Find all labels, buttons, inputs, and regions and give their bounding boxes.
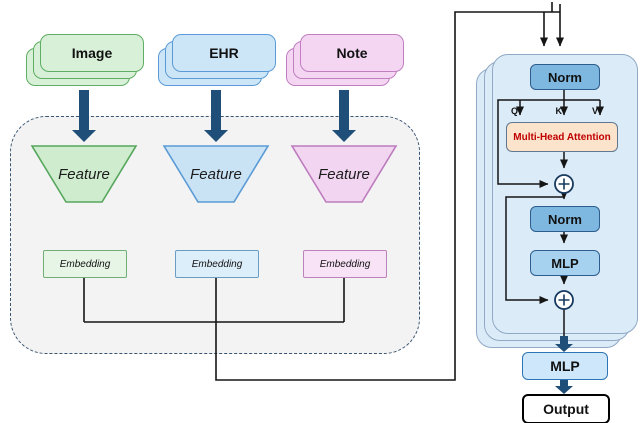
output-box: Output — [522, 394, 610, 423]
ehr-embedding-box: Embedding — [175, 250, 259, 278]
note-card-label: Note — [336, 45, 368, 61]
norm-box-2: Norm — [530, 206, 600, 232]
ehr-card: EHR — [172, 34, 276, 72]
image-card: Image — [40, 34, 144, 72]
image-card-label: Image — [71, 45, 113, 61]
norm-box-1-label: Norm — [548, 69, 582, 85]
mlp-to-output-arrow — [555, 378, 573, 394]
image-feature-label: Feature — [58, 165, 110, 183]
ehr-feature-label: Feature — [190, 165, 242, 183]
head-mlp-label: MLP — [550, 358, 580, 374]
multi-head-attention-label: Multi-Head Attention — [513, 131, 611, 143]
norm-box-1: Norm — [530, 64, 600, 90]
ehr-card-label: EHR — [209, 45, 239, 61]
v-label: V — [591, 106, 598, 116]
multi-head-attention-box: Multi-Head Attention — [506, 122, 618, 152]
note-feature-label: Feature — [318, 165, 370, 183]
output-label: Output — [543, 401, 589, 417]
mlp-inner-label: MLP — [551, 255, 579, 271]
k-label: K — [555, 106, 563, 116]
note-embedding-label: Embedding — [319, 258, 371, 270]
note-card: Note — [300, 34, 404, 72]
image-embedding-box: Embedding — [43, 250, 127, 278]
image-embedding-label: Embedding — [59, 258, 111, 270]
head-mlp-box: MLP — [522, 352, 608, 380]
norm-box-2-label: Norm — [548, 211, 582, 227]
mlp-inner-box: MLP — [530, 250, 600, 276]
ehr-embedding-label: Embedding — [191, 258, 243, 270]
transformer-block — [492, 54, 638, 334]
q-label: Q — [510, 106, 518, 116]
note-embedding-box: Embedding — [303, 250, 387, 278]
